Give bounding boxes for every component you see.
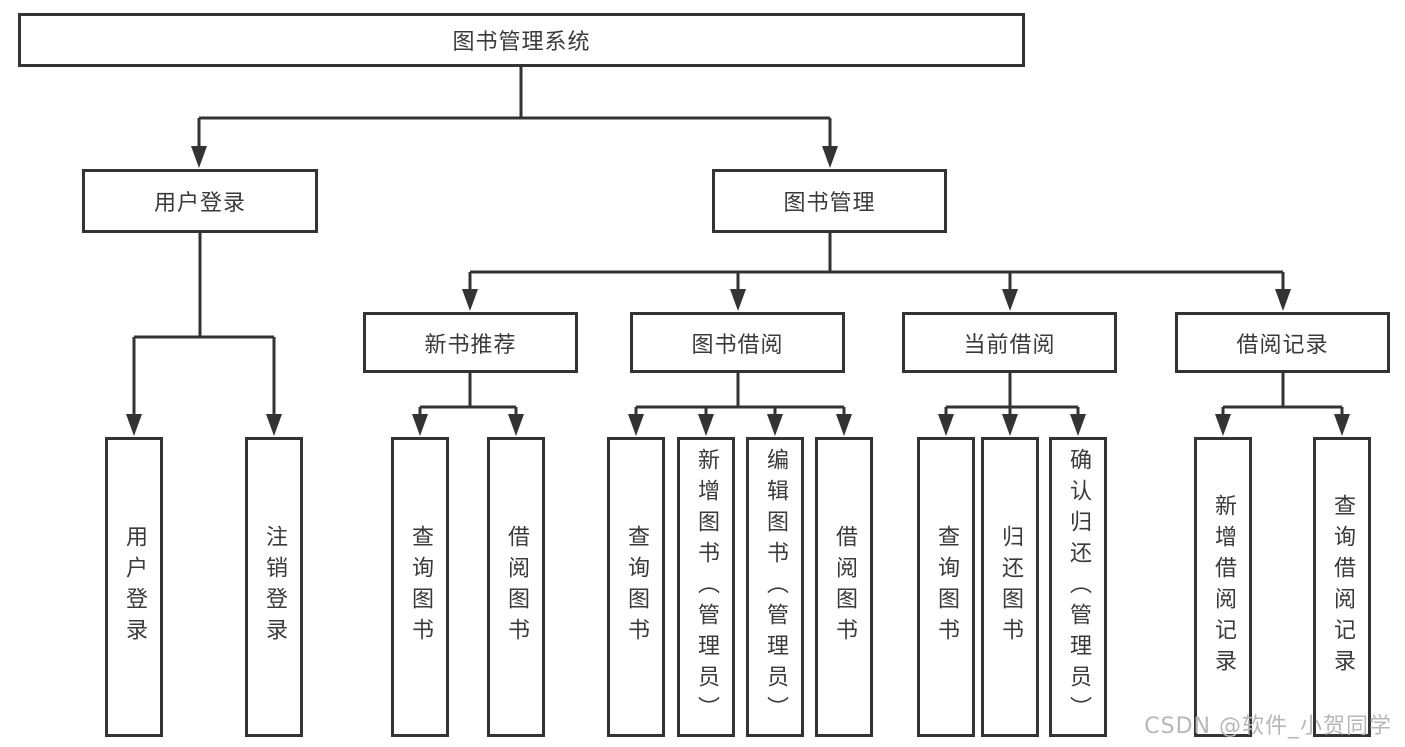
connector-root-to-level2 bbox=[191, 65, 838, 168]
node-label: 新书推荐 bbox=[424, 332, 517, 358]
node-label: 编辑图书（管理员） bbox=[763, 447, 788, 727]
node-label: 借阅图书 bbox=[832, 525, 857, 649]
node-label: 借阅记录 bbox=[1236, 332, 1329, 358]
arrowhead-current-borrow bbox=[1002, 289, 1018, 311]
node-leaf-borrow-book-recommend: 借阅图书 bbox=[487, 437, 545, 737]
node-leaf-query-book-recommend: 查询图书 bbox=[391, 437, 449, 737]
node-label: 用户登录 bbox=[153, 191, 246, 216]
node-label: 新增借阅记录 bbox=[1211, 494, 1236, 680]
node-current-borrow: 当前借阅 bbox=[902, 312, 1117, 373]
connector-book-management-to-level3 bbox=[462, 231, 1291, 311]
node-leaf-edit-book-admin: 编辑图书（管理员） bbox=[746, 437, 804, 737]
arrowhead-leaf-logout bbox=[266, 414, 282, 436]
node-leaf-borrow-book: 借阅图书 bbox=[815, 437, 873, 737]
node-label: 当前借阅 bbox=[963, 332, 1056, 358]
node-label: 注销登录 bbox=[262, 525, 287, 649]
arrowhead-borrow-records bbox=[1275, 289, 1291, 311]
node-leaf-query-borrow-record: 查询借阅记录 bbox=[1313, 437, 1371, 737]
csdn-watermark: CSDN @软件_小贺同学 bbox=[1144, 714, 1392, 739]
node-leaf-logout: 注销登录 bbox=[245, 437, 303, 737]
connector-book-borrow-to-leaves bbox=[628, 371, 852, 436]
connector-current-borrow-to-leaves bbox=[938, 371, 1086, 436]
node-leaf-query-book-current: 查询图书 bbox=[917, 437, 975, 737]
node-leaf-add-book-admin: 新增图书（管理员） bbox=[677, 437, 735, 737]
node-borrow-records: 借阅记录 bbox=[1175, 312, 1390, 373]
arrowhead-book-borrow bbox=[730, 289, 746, 311]
node-label: 图书管理 bbox=[783, 191, 876, 216]
arrowhead-book-management bbox=[822, 146, 838, 168]
node-label: 借阅图书 bbox=[504, 525, 529, 649]
connector-new-book-to-leaves bbox=[412, 371, 524, 436]
node-label: 确认归还（管理员） bbox=[1066, 447, 1091, 727]
node-label: 查询图书 bbox=[408, 525, 433, 649]
node-leaf-confirm-return-admin: 确认归还（管理员） bbox=[1049, 437, 1107, 737]
arrowhead-new-book bbox=[462, 289, 478, 311]
arrowhead-user-login bbox=[191, 146, 207, 168]
node-leaf-return-book: 归还图书 bbox=[981, 437, 1039, 737]
node-leaf-query-book-borrow: 查询图书 bbox=[607, 437, 665, 737]
connector-user-login-to-leaves bbox=[126, 231, 282, 436]
node-root-system: 图书管理系统 bbox=[18, 13, 1025, 67]
node-new-book-recommend: 新书推荐 bbox=[363, 312, 578, 373]
connector-borrow-records-to-leaves bbox=[1215, 371, 1350, 436]
node-label: 查询借阅记录 bbox=[1330, 494, 1355, 680]
node-label: 新增图书（管理员） bbox=[694, 447, 719, 727]
arrowhead-leaf-user-login bbox=[126, 414, 142, 436]
node-leaf-add-borrow-record: 新增借阅记录 bbox=[1194, 437, 1252, 737]
node-label: 归还图书 bbox=[998, 525, 1023, 649]
node-label: 查询图书 bbox=[934, 525, 959, 649]
node-label: 图书借阅 bbox=[691, 332, 784, 358]
node-book-management: 图书管理 bbox=[712, 169, 947, 233]
node-user-login: 用户登录 bbox=[82, 169, 318, 233]
node-leaf-user-login: 用户登录 bbox=[105, 437, 163, 737]
node-book-borrow: 图书借阅 bbox=[630, 312, 845, 373]
node-label: 图书管理系统 bbox=[452, 30, 591, 55]
node-label: 查询图书 bbox=[624, 525, 649, 649]
node-label: 用户登录 bbox=[122, 525, 147, 649]
